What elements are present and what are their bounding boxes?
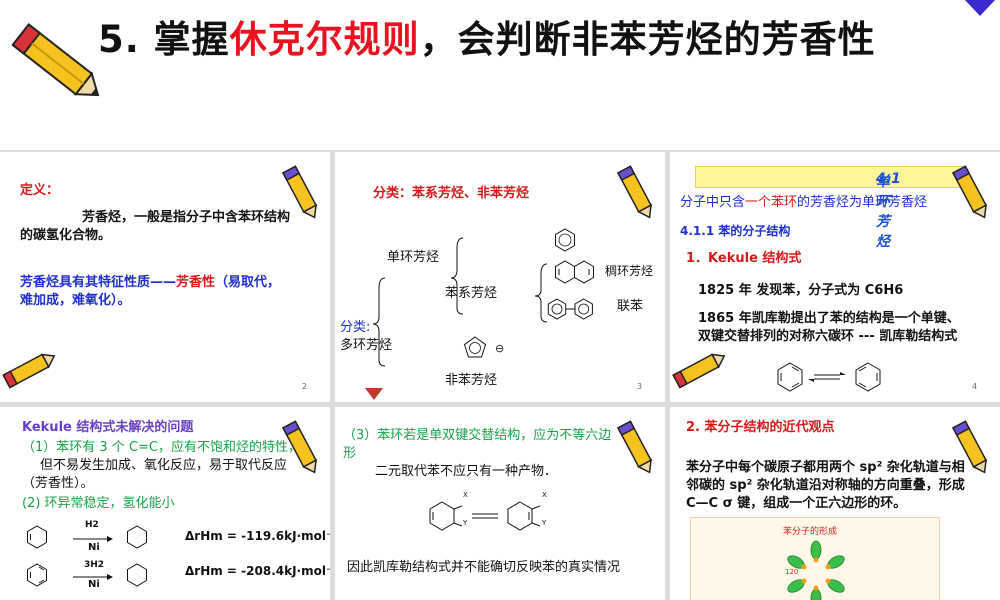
modern-view-line-2: 邻碳的 sp² 杂化轨道沿对称轴的方向重叠，形成 bbox=[686, 478, 965, 493]
pencil-icon bbox=[672, 353, 726, 389]
kekule-structure-b bbox=[855, 362, 881, 392]
header-slide: 5. 掌握休克尔规则，会判断非苯芳烃的芳香性 bbox=[0, 0, 1000, 150]
kekule-line-1: 1865 年凯库勒提出了苯的结构是一个单键、 bbox=[698, 311, 960, 326]
kekule-structures bbox=[777, 362, 881, 392]
page-number: 4 bbox=[972, 382, 978, 391]
cyclohexene-icon bbox=[27, 525, 47, 549]
biphenyl-icon bbox=[547, 298, 593, 320]
isomer-b bbox=[507, 501, 541, 531]
disubstituted-isomers bbox=[429, 501, 541, 531]
definition-label: 定义： bbox=[20, 183, 60, 198]
feature-line-2: 难加成，难氧化）。 bbox=[20, 293, 131, 308]
hydrogenation-energy-2: ΔrHm = -208.4kJ·mol⁻¹ bbox=[185, 564, 330, 578]
bond-angle-label: 120 bbox=[785, 568, 798, 576]
intro-line: 分子中只含一个苯环的芳香烃为单环芳香烃 bbox=[680, 195, 928, 210]
benzene-formation-image: 苯分子的形成 120 bbox=[690, 517, 940, 600]
disubstituted-line: 二元取代苯不应只有一种产物． bbox=[375, 464, 558, 479]
sp2-orbital-diagram: 120 bbox=[785, 540, 845, 600]
kekule-benzene-icon bbox=[27, 563, 47, 587]
biphenyl-label: 联苯 bbox=[617, 299, 644, 314]
kekule-structure-a bbox=[777, 362, 803, 392]
pencil-icon bbox=[952, 165, 988, 219]
substituent-y: Y bbox=[463, 519, 468, 527]
problems-heading: Kekule 结构式未解决的问题 bbox=[22, 420, 194, 435]
classification-title: 分类：苯系芳烃、非苯芳烃 bbox=[373, 186, 530, 201]
pencil-icon bbox=[617, 165, 653, 219]
catalyst-ni: Ni bbox=[88, 579, 100, 590]
definition-line-2: 的碳氢化合物。 bbox=[20, 228, 112, 243]
cyclohexane-icon bbox=[127, 563, 147, 587]
section-heading: 4.1.1 苯的分子结构 bbox=[680, 224, 791, 238]
pencil-icon bbox=[2, 353, 56, 389]
substituent-x: X bbox=[542, 491, 547, 499]
kekule-heading: 1．Kekule 结构式 bbox=[686, 251, 802, 266]
minus-charge: ⊖ bbox=[495, 342, 504, 355]
pencil-icon bbox=[282, 165, 318, 219]
hydrogenation-scheme bbox=[27, 525, 147, 587]
page-number: 3 bbox=[637, 382, 643, 391]
main-title: 5. 掌握休克尔规则，会判断非苯芳烃的芳香性 bbox=[98, 18, 876, 61]
reagent-h2: H2 bbox=[85, 520, 99, 530]
mono-ring-label: 单环芳烃 bbox=[387, 250, 440, 265]
substituent-x: X bbox=[463, 491, 468, 499]
slide-monocyclic: 4.1 单环芳烃 分子中只含一个苯环的芳香烃为单环芳香烃 4.1.1 苯的分子结… bbox=[670, 152, 1000, 402]
classification-label: 分类: bbox=[340, 320, 371, 335]
problem-1-aromatic: （芳香性）。 bbox=[22, 476, 94, 491]
problem-2: (2) 环异常稳定，氢化能小 bbox=[22, 496, 175, 511]
slide-kekule-problems: Kekule 结构式未解决的问题 （1）苯环有 3 个 C=C，应有不饱和烃的特… bbox=[0, 407, 330, 600]
conclusion-line: 因此凯库勒结构式并不能确切反映苯的真实情况 bbox=[347, 560, 621, 575]
modern-view-heading: 2. 苯分子结构的近代观点 bbox=[686, 420, 835, 435]
hydrogenation-energy-1: ΔrHm = -119.6kJ·mol⁻¹ bbox=[185, 529, 330, 543]
modern-view-line-1: 苯分子中每个碳原子都用两个 sp² 杂化轨道与相 bbox=[686, 460, 965, 475]
problem-3-line-2: 形 bbox=[343, 446, 357, 461]
substituent-y: Y bbox=[542, 519, 547, 527]
kekule-line-2: 双键交替排列的对称六碳环 --- 凯库勒结构式 bbox=[698, 329, 958, 344]
pencil-tip-icon bbox=[965, 0, 995, 16]
title-highlight: 休克尔规则 bbox=[229, 18, 420, 61]
section-banner: 4.1 单环芳烃 bbox=[695, 166, 965, 250]
cyclohexane-icon bbox=[127, 525, 147, 549]
pencil-tip-icon bbox=[365, 388, 383, 400]
image-caption: 苯分子的形成 bbox=[783, 527, 838, 537]
catalyst-ni: Ni bbox=[88, 542, 100, 553]
modern-view-line-3: C—C σ 键，组成一个正六边形的环。 bbox=[686, 496, 907, 511]
fused-ring-label: 稠环芳烃 bbox=[605, 264, 654, 278]
pencil-icon bbox=[282, 420, 318, 474]
slide-unequal-hexagon: （3）苯环若是单双键交替结构，应为不等六边 形 二元取代苯不应只有一种产物． X… bbox=[335, 407, 665, 600]
classification-diagram: ⊖ bbox=[372, 228, 594, 367]
cyclopentadienyl-anion-icon bbox=[463, 336, 487, 358]
naphthalene-icon bbox=[555, 260, 594, 284]
pencil-icon bbox=[952, 420, 988, 474]
slide-modern-view: 2. 苯分子结构的近代观点 苯分子中每个碳原子都用两个 sp² 杂化轨道与相 邻… bbox=[670, 407, 1000, 600]
slide-classification: 分类：苯系芳烃、非苯芳烃 单环芳烃 苯系芳烃 稠环芳烃 联苯 分类: 多环芳烃 … bbox=[335, 152, 665, 402]
problem-3-line-1: （3）苯环若是单双键交替结构，应为不等六边 bbox=[343, 428, 612, 443]
definition-line-1: 芳香烃，一般是指分子中含苯环结构 bbox=[82, 210, 291, 225]
feature-line-1: 芳香烃具有其特征性质——芳香性（易取代， bbox=[20, 275, 281, 290]
problem-1-detail: 但不易发生加成、氧化反应，易于取代反应 bbox=[40, 458, 288, 473]
slide-definition: 定义： 芳香烃，一般是指分子中含苯环结构 的碳氢化合物。 芳香烃具有其特征性质—… bbox=[0, 152, 330, 402]
benzene-icon bbox=[555, 228, 575, 252]
benzene-series-label: 苯系芳烃 bbox=[445, 286, 498, 301]
reagent-3h2: 3H2 bbox=[84, 560, 105, 570]
page-number: 2 bbox=[302, 382, 308, 391]
pencil-icon bbox=[617, 420, 653, 474]
discovery-line: 1825 年 发现苯，分子式为 C6H6 bbox=[698, 283, 904, 298]
isomer-a bbox=[429, 501, 463, 531]
non-benzene-label: 非苯芳烃 bbox=[445, 373, 498, 388]
pencil-icon bbox=[11, 23, 100, 97]
problem-1: （1）苯环有 3 个 C=C，应有不饱和烃的特性， bbox=[22, 440, 301, 455]
